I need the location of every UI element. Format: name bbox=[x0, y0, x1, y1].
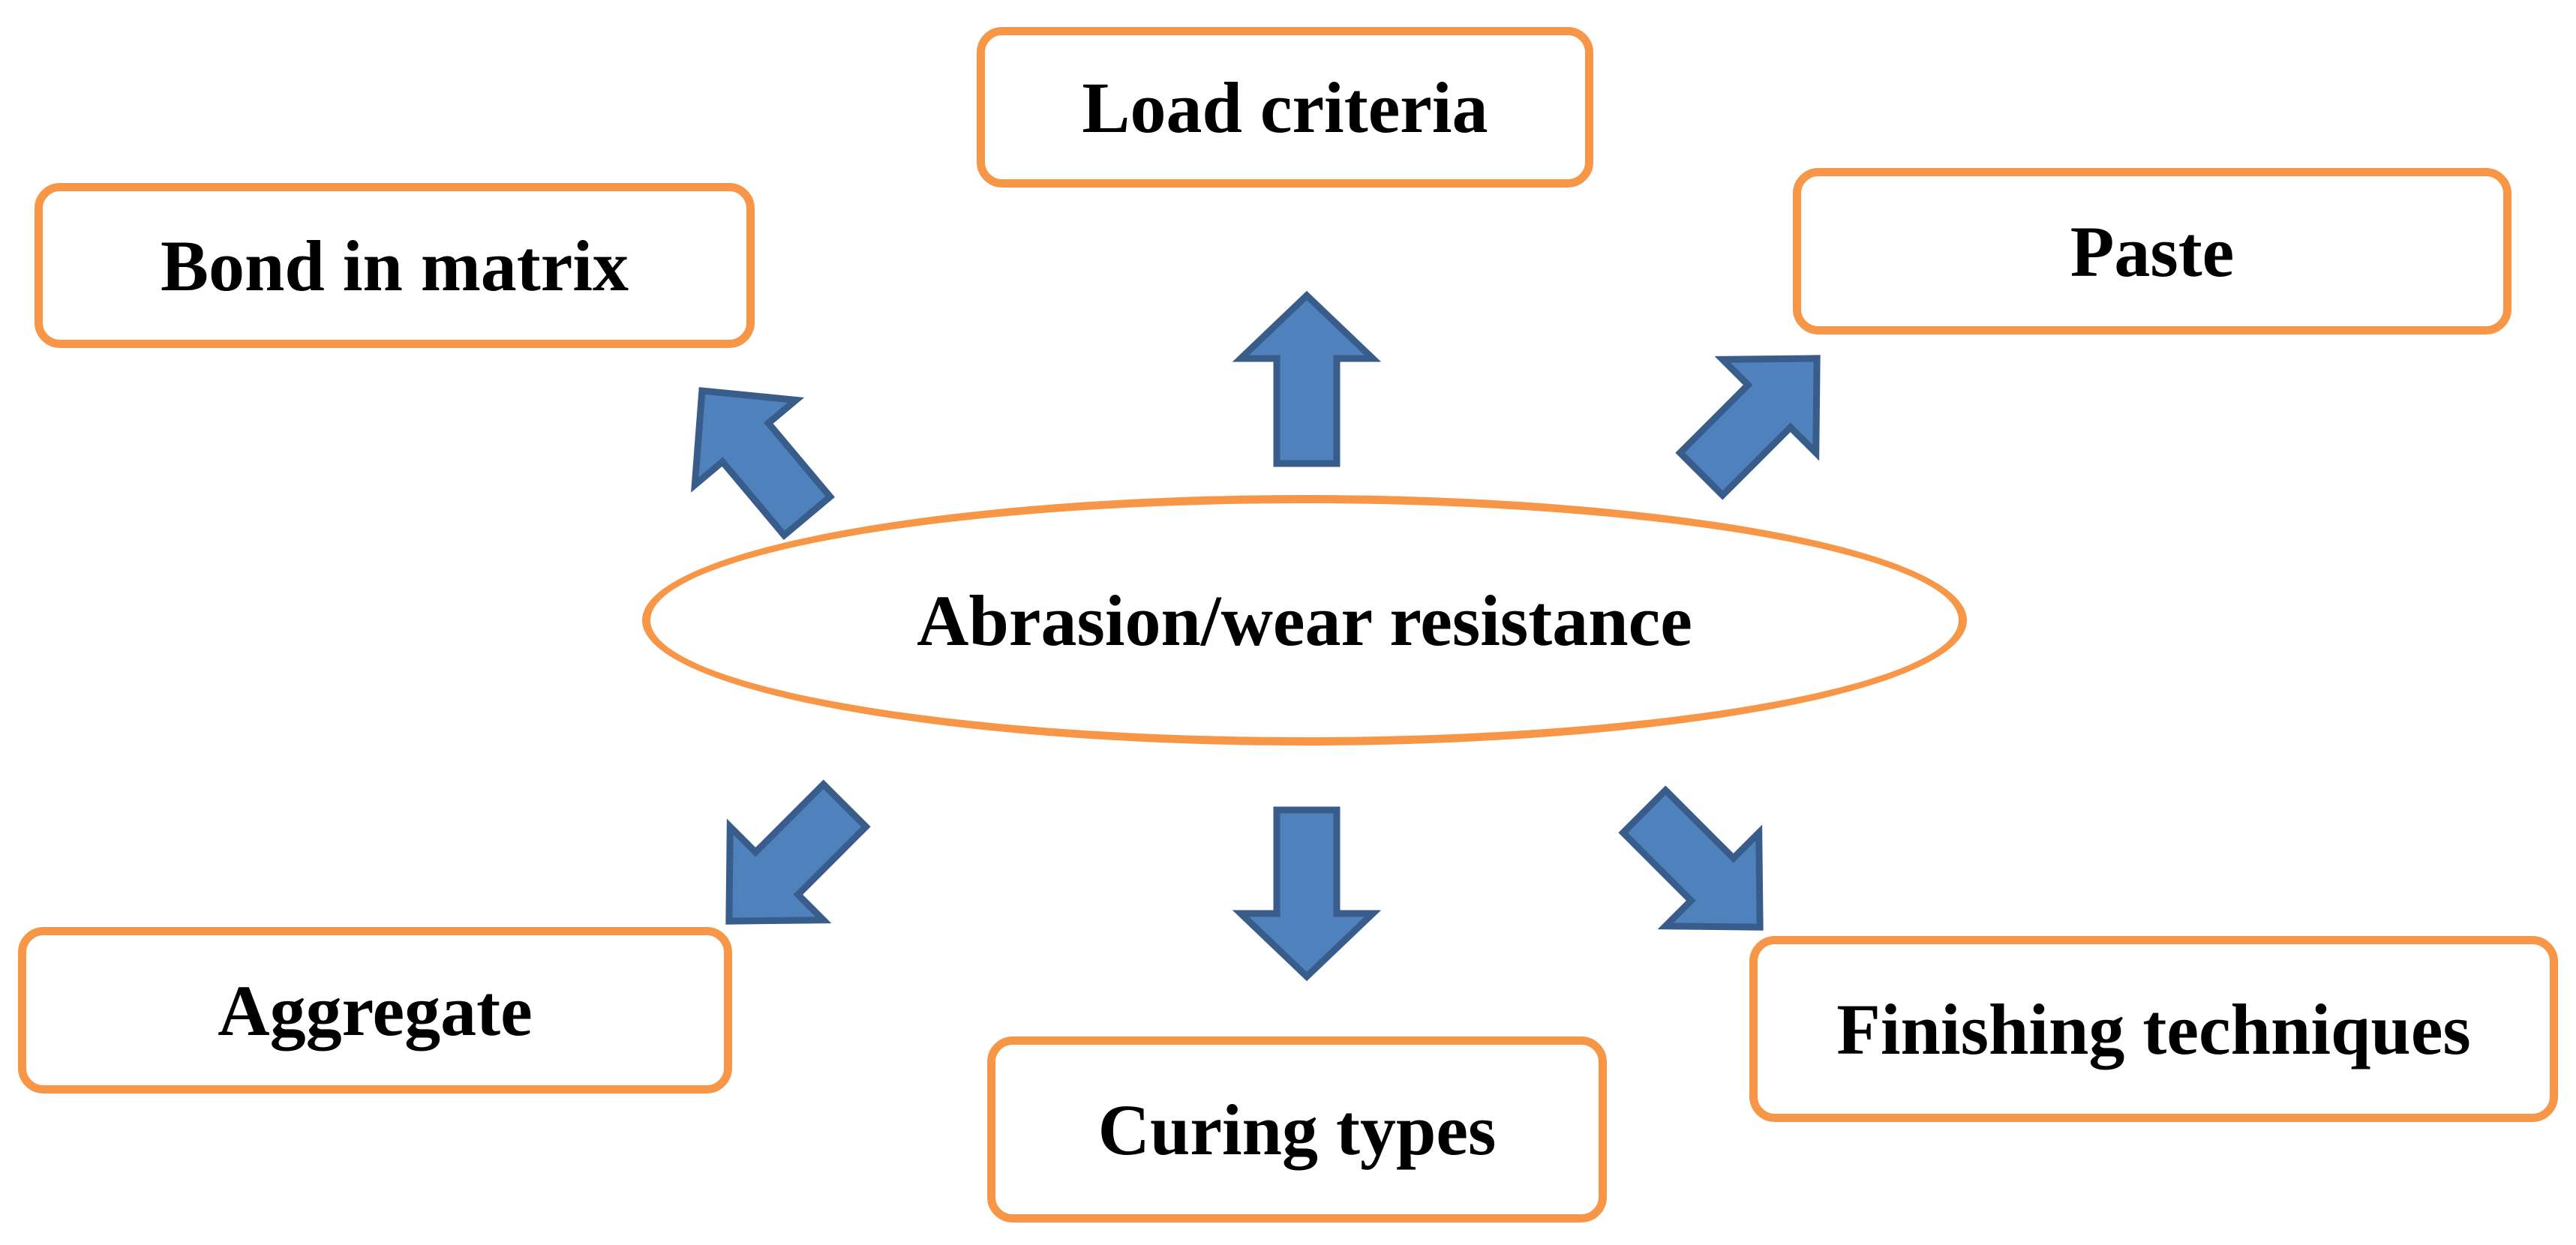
node-curing-types: Curing types bbox=[987, 1036, 1607, 1222]
arrow-upright-paste bbox=[1675, 355, 1821, 500]
arrow-down-curing bbox=[1232, 806, 1382, 982]
node-finishing-techniques-label: Finishing techniques bbox=[1836, 988, 2471, 1070]
node-aggregate: Aggregate bbox=[18, 927, 732, 1094]
center-label: Abrasion/wear resistance bbox=[917, 580, 1692, 661]
node-aggregate-label: Aggregate bbox=[218, 970, 533, 1051]
node-load-criteria: Load criteria bbox=[977, 27, 1593, 188]
arrow-downright-finishing bbox=[1618, 785, 1764, 931]
node-paste: Paste bbox=[1793, 168, 2511, 334]
node-finishing-techniques: Finishing techniques bbox=[1749, 936, 2558, 1122]
arrow-upleft-bond bbox=[691, 387, 835, 541]
arrow-downleft-aggregate bbox=[725, 779, 871, 925]
node-paste-label: Paste bbox=[2070, 211, 2235, 292]
node-curing-types-label: Curing types bbox=[1097, 1089, 1497, 1170]
arrow-up-load bbox=[1232, 290, 1382, 467]
center-ellipse: Abrasion/wear resistance bbox=[642, 495, 1967, 746]
node-bond-in-matrix: Bond in matrix bbox=[35, 183, 755, 348]
node-bond-in-matrix-label: Bond in matrix bbox=[160, 225, 629, 306]
node-load-criteria-label: Load criteria bbox=[1082, 67, 1488, 148]
